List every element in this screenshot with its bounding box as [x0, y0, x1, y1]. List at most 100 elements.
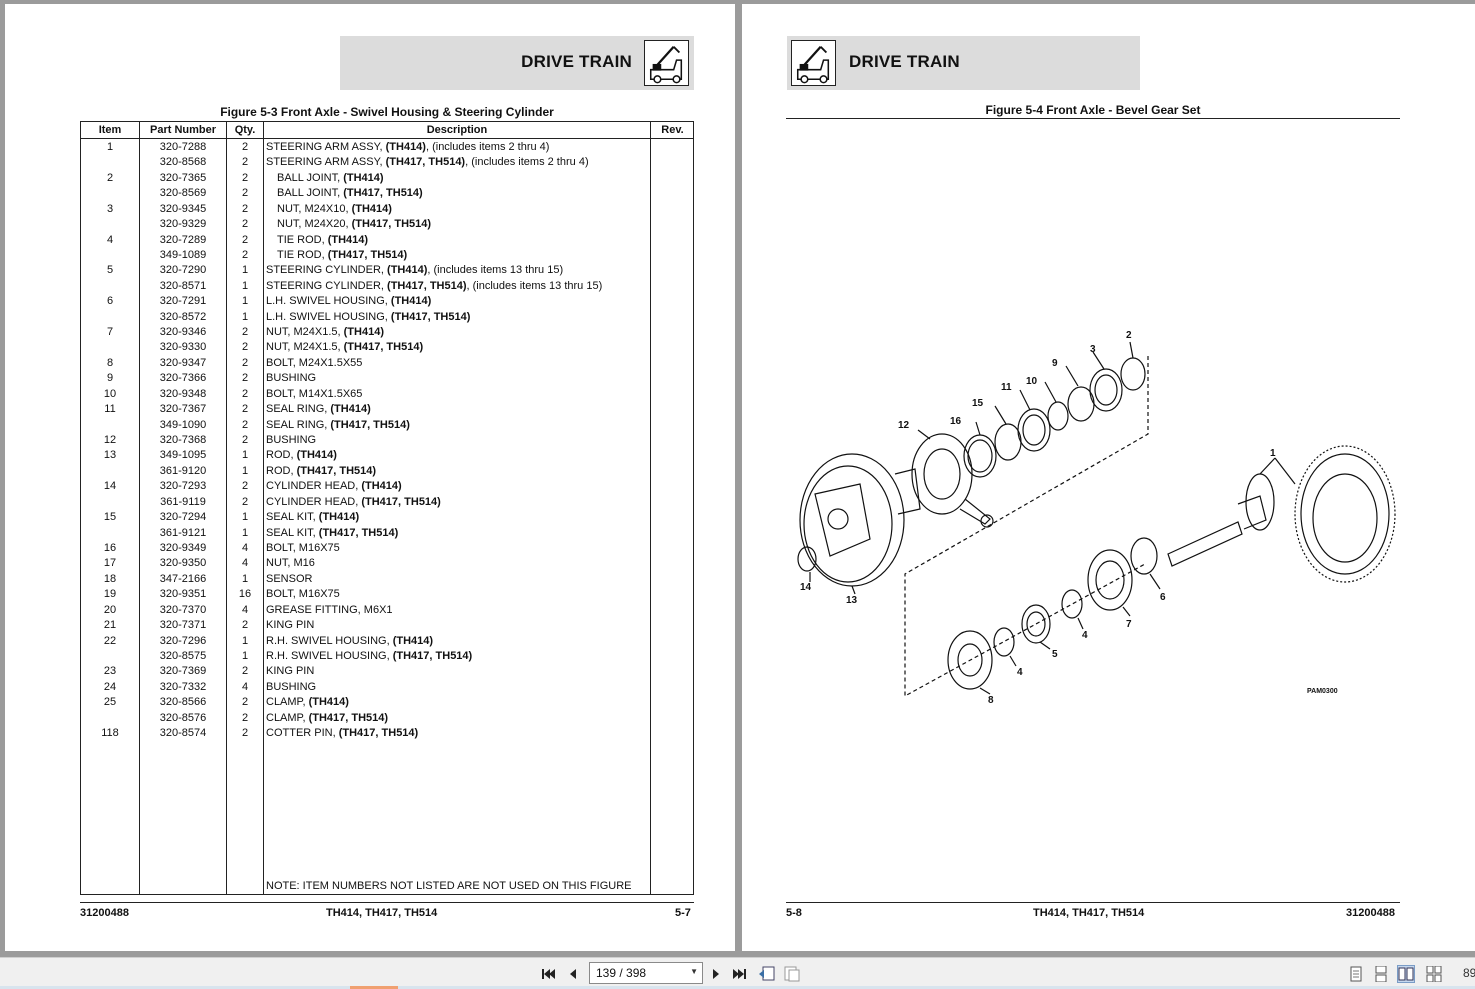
description-text: L.H. SWIVEL HOUSING,: [266, 310, 391, 323]
quantity: 1: [241, 649, 249, 662]
previous-page-icon: [570, 969, 576, 979]
item-number: 6: [106, 295, 114, 308]
quantity: 2: [241, 711, 249, 724]
first-page-button[interactable]: [539, 965, 557, 983]
description: NUT, M24X1.5, (TH417, TH514): [266, 341, 423, 353]
item-number: 22: [103, 634, 117, 647]
description: SEAL KIT, (TH417, TH514): [266, 527, 398, 539]
callout-9: 9: [1052, 358, 1058, 369]
model-applicability: (TH417, TH514): [385, 156, 466, 169]
description-text: BOLT, M14X1.5X65: [266, 387, 363, 400]
description-text: NUT, M24X10,: [277, 202, 352, 215]
callout-14: 14: [800, 582, 812, 593]
item-number: 20: [103, 603, 117, 616]
drawing-code: PAM0300: [1307, 688, 1338, 695]
previous-view-button[interactable]: [758, 965, 776, 983]
item-number: 25: [103, 696, 117, 709]
section-title: DRIVE TRAIN: [521, 52, 632, 71]
part-number: 320-9346: [159, 326, 207, 339]
header-description: Description: [426, 124, 488, 136]
zoom-level[interactable]: 89: [1463, 966, 1475, 980]
quantity: 1: [241, 511, 249, 524]
quantity: 4: [241, 557, 249, 570]
document-viewer: DRIVE TRAIN Figure 5-3 Front Axle - Swiv…: [5, 4, 1475, 951]
callout-11: 11: [1001, 382, 1012, 393]
column-divider: [139, 122, 140, 894]
callout-15: 15: [972, 398, 984, 409]
quantity: 2: [241, 480, 249, 493]
part-number: 320-7293: [159, 480, 207, 493]
next-page-button[interactable]: [707, 965, 725, 983]
section-header: DRIVE TRAIN: [340, 36, 694, 90]
telehandler-icon: [644, 40, 689, 86]
quantity: 16: [238, 588, 252, 601]
footer-models: TH414, TH417, TH514: [1033, 907, 1145, 919]
model-applicability: (TH417, TH514): [351, 218, 432, 231]
part-number: 320-7365: [159, 171, 207, 184]
quantity: 2: [241, 233, 249, 246]
model-applicability: (TH417, TH514): [296, 464, 377, 477]
two-page-view-button[interactable]: [1397, 965, 1415, 983]
continuous-view-button[interactable]: [1372, 965, 1390, 983]
single-page-view-button[interactable]: [1347, 965, 1365, 983]
description-text: L.H. SWIVEL HOUSING,: [266, 295, 391, 308]
part-number: 320-9351: [159, 588, 207, 601]
description: STEERING CYLINDER, (TH414), (includes it…: [266, 264, 563, 276]
part-number: 320-9329: [159, 218, 207, 231]
last-page-button[interactable]: [731, 965, 749, 983]
description-text: BOLT, M16X75: [266, 588, 340, 601]
part-number: 320-7288: [159, 141, 207, 153]
quantity: 1: [241, 572, 249, 585]
description: CYLINDER HEAD, (TH414): [266, 480, 402, 492]
header-rev: Rev.: [661, 124, 684, 136]
description: STEERING ARM ASSY, (TH417, TH514), (incl…: [266, 156, 589, 168]
description-text: CLAMP,: [266, 711, 309, 724]
description-text: KING PIN: [266, 619, 315, 632]
part-number: 320-9349: [159, 541, 207, 554]
next-view-button[interactable]: [783, 965, 801, 983]
quantity: 2: [241, 356, 249, 369]
page-number-input[interactable]: 139 / 398 ▼: [589, 962, 703, 984]
navigation-toolbar: 139 / 398 ▼ 89: [0, 957, 1475, 989]
part-number: 320-7368: [159, 434, 207, 447]
description: ROD, (TH417, TH514): [266, 465, 376, 477]
description: TIE ROD, (TH417, TH514): [277, 249, 407, 261]
quantity: 2: [241, 727, 249, 740]
description: NUT, M24X20, (TH417, TH514): [277, 218, 431, 230]
description-text: BOLT, M24X1.5X55: [266, 356, 363, 369]
chevron-down-icon[interactable]: ▼: [690, 967, 698, 976]
description-text: ROD,: [266, 449, 297, 462]
two-page-continuous-button[interactable]: [1425, 965, 1443, 983]
description-text: TIE ROD,: [277, 233, 328, 246]
previous-page-button[interactable]: [564, 965, 582, 983]
description: CLAMP, (TH414): [266, 696, 349, 708]
model-applicability: (TH414): [330, 403, 371, 416]
model-applicability: (TH414): [392, 634, 434, 647]
footer-doc-number: 31200488: [1346, 907, 1395, 919]
description-text: STEERING ARM ASSY,: [266, 156, 386, 169]
quantity: 1: [241, 634, 249, 647]
section-header: DRIVE TRAIN: [787, 36, 1140, 90]
description: BOLT, M16X75: [266, 588, 340, 600]
description: NUT, M24X1.5, (TH414): [266, 326, 384, 338]
quantity: 2: [241, 434, 249, 447]
description-text: BOLT, M16X75: [266, 541, 340, 554]
description-text: NUT, M16: [266, 557, 315, 570]
item-number: 24: [103, 680, 117, 693]
model-applicability: (TH414): [351, 202, 392, 215]
